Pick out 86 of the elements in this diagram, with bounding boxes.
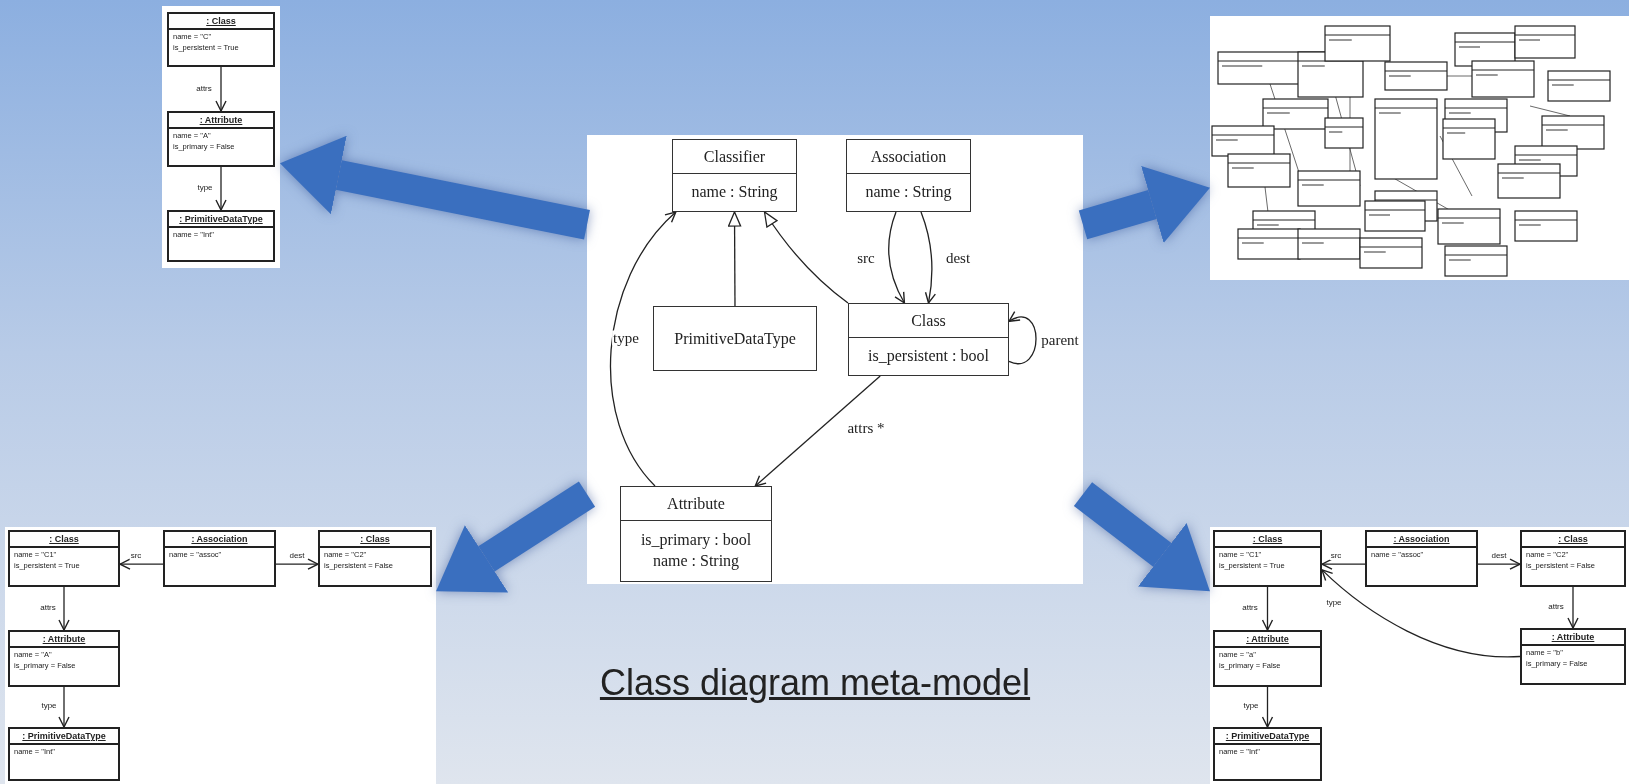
- arrow: [215, 66, 227, 112]
- object-box: [8, 530, 120, 587]
- object-box: [167, 111, 275, 167]
- arrow: [215, 166, 227, 211]
- object-name: : PrimitiveDataType: [10, 729, 118, 745]
- object-box: [1365, 530, 1478, 587]
- object-box: [1520, 530, 1626, 587]
- object-name: : Class: [320, 532, 430, 548]
- object-box: [8, 727, 120, 781]
- edge-label: dest: [944, 250, 972, 266]
- block-arrow: [1078, 166, 1210, 243]
- class-name: PrimitiveDataType: [673, 328, 797, 350]
- generalization-arrow: [763, 211, 849, 304]
- edge-label: type: [1242, 702, 1260, 710]
- edge-label: attrs: [1547, 603, 1565, 611]
- class-box: [848, 303, 1009, 376]
- arrow: [888, 211, 906, 304]
- class-box: [672, 139, 797, 212]
- edge-label: type: [1325, 599, 1343, 607]
- object-name: : Class: [1522, 532, 1624, 548]
- attribute-text: name : String: [691, 182, 778, 203]
- object-box: [167, 12, 275, 67]
- class-box: [846, 139, 971, 212]
- attribute-text: name : String: [652, 551, 740, 572]
- arrow: [920, 211, 936, 304]
- object-box: [1213, 727, 1322, 781]
- edge-label: type: [196, 184, 214, 192]
- arrow: [610, 211, 677, 487]
- object-box: [167, 210, 275, 262]
- attribute-text: is_persistent : bool: [868, 346, 989, 367]
- object-box: [8, 630, 120, 687]
- object-box: [1213, 530, 1322, 587]
- block-arrow: [436, 481, 596, 593]
- object-name: : Association: [1367, 532, 1476, 548]
- edge-label: attrs *: [846, 420, 886, 436]
- object-name: : PrimitiveDataType: [169, 212, 273, 228]
- object-name: : Attribute: [1522, 630, 1624, 646]
- edge-label: src: [1329, 552, 1343, 560]
- object-name: : Attribute: [169, 113, 273, 129]
- block-arrow: [1073, 482, 1210, 592]
- object-name: : Class: [10, 532, 118, 548]
- edge-label: dest: [288, 552, 306, 560]
- generalization-arrow: [727, 211, 742, 307]
- object-name: : PrimitiveDataType: [1215, 729, 1320, 745]
- edge-label: src: [129, 552, 143, 560]
- edge-label: attrs: [39, 604, 57, 612]
- class-name: Attribute: [621, 487, 771, 521]
- diagram-panel: [587, 135, 1083, 584]
- object-name: : Class: [169, 14, 273, 30]
- object-name: : Attribute: [10, 632, 118, 648]
- object-box: [318, 530, 432, 587]
- edge-label: dest: [1490, 552, 1508, 560]
- diagram-panel: [5, 527, 436, 784]
- object-name: : Class: [1215, 532, 1320, 548]
- diagram-panel: [1210, 527, 1629, 784]
- caption: Class diagram meta-model: [598, 662, 1032, 704]
- arrow: [1321, 558, 1366, 570]
- arrow: [1477, 558, 1521, 570]
- arrow: [1008, 311, 1037, 365]
- object-box: [1520, 628, 1626, 685]
- object-name: : Attribute: [1215, 632, 1320, 648]
- arrow: [58, 686, 70, 728]
- class-box: [620, 486, 772, 582]
- class-name: Association: [847, 140, 970, 174]
- diagram-panel: [162, 6, 280, 268]
- arrow: [119, 558, 164, 570]
- edge-label: type: [612, 330, 640, 346]
- block-arrow: [279, 135, 590, 240]
- arrow: [754, 375, 881, 487]
- class-name: Classifier: [673, 140, 796, 174]
- attribute-text: is_primary : bool: [640, 530, 752, 551]
- object-box: [163, 530, 276, 587]
- object-box: [1213, 630, 1322, 687]
- edge-label: attrs: [195, 85, 213, 93]
- arrow: [58, 586, 70, 631]
- attribute-text: name : String: [865, 182, 952, 203]
- arrow: [1261, 586, 1274, 631]
- arrow: [1261, 686, 1274, 728]
- edge-label: attrs: [1241, 604, 1259, 612]
- arrow: [1321, 569, 1521, 658]
- class-box: [653, 306, 817, 371]
- object-name: : Association: [165, 532, 274, 548]
- arrow: [275, 558, 319, 570]
- arrow: [1567, 586, 1579, 629]
- class-name: Class: [849, 304, 1008, 338]
- edge-label: type: [40, 702, 58, 710]
